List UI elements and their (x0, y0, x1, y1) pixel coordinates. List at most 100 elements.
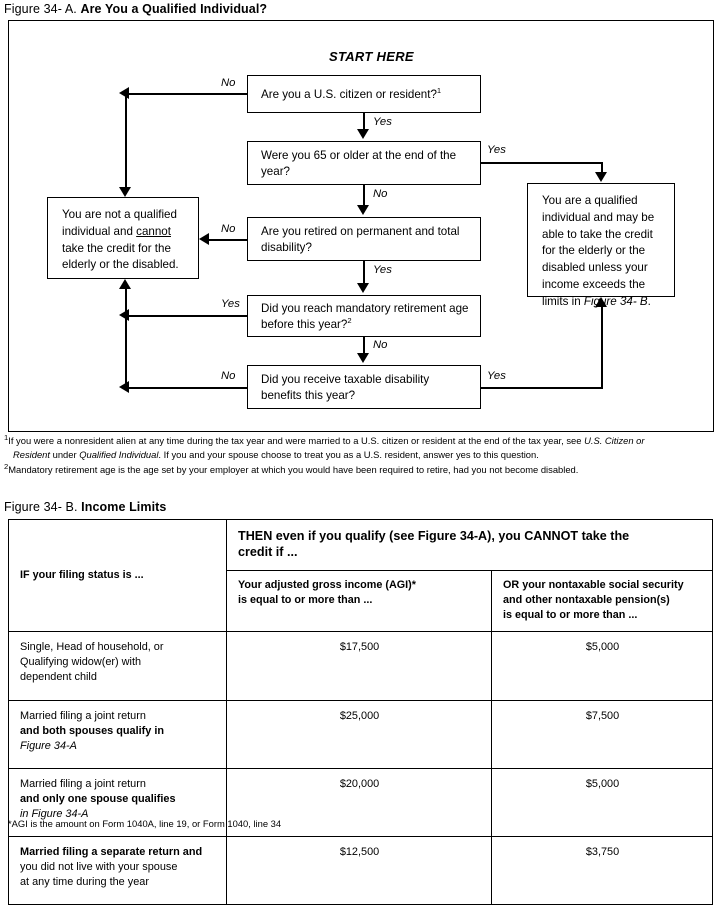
row-0-status-line-2: dependent child (20, 671, 97, 684)
edge-q4-yes-horizontal (126, 315, 248, 317)
row-2-nontaxable: $5,000 (491, 767, 713, 837)
row-1-nontaxable: $7,500 (491, 699, 713, 769)
edge-label-q1-no: No (221, 77, 236, 89)
row-3-status-line-1: you did not live with your spouse (20, 860, 178, 873)
header-nontaxable: OR your nontaxable social security and o… (491, 569, 713, 633)
edge-q5-no-horizontal (126, 387, 248, 389)
edge-q1-no-horizontal (125, 93, 248, 95)
edge-q5-yes-horizontal (481, 387, 603, 389)
edge-q1-yes-arrowhead (357, 129, 370, 139)
header-filing-status: IF your filing status is ... (8, 518, 227, 633)
figure-a-title: Figure 34- A. Are You a Qualified Indivi… (4, 2, 267, 16)
figure-a-title-name: Are You a Qualified Individual? (80, 2, 268, 16)
node-us-citizen[interactable]: Are you a U.S. citizen or resident?1 (247, 75, 481, 113)
qualified-line-4: for the elderly or the (542, 244, 646, 258)
edge-q1-no-vertical (125, 93, 127, 188)
node-mandatory-retirement[interactable]: Did you reach mandatory retirement age b… (247, 295, 481, 337)
edge-label-q3-no: No (221, 223, 236, 235)
header-agi: Your adjusted gross income (AGI)* is equ… (226, 569, 492, 633)
qualified-line-1: You are a qualified (542, 194, 638, 207)
footnote-1-marker: 1 (4, 432, 9, 442)
node-permanent-disability[interactable]: Are you retired on permanent and total d… (247, 217, 481, 261)
row-2-status: Married filing a joint return and only o… (8, 767, 227, 837)
edge-q5-yes-vertical (601, 307, 603, 388)
qualified-line-6: income exceeds the (542, 277, 646, 291)
edge-q3-no-arrowhead (199, 233, 209, 245)
edge-q1-no-arrowhead-left (119, 87, 129, 99)
edge-q3-yes-vertical (363, 261, 365, 283)
footnote-1-italic-2: Resident (13, 449, 51, 461)
header-agi-line-2: is equal to or more than ... (238, 593, 373, 606)
row-1-agi: $25,000 (226, 699, 492, 769)
edge-q3-yes-arrowhead (357, 283, 370, 293)
edge-q2-no-vertical (363, 185, 365, 205)
footnote-1-text-b: under (50, 449, 80, 461)
edge-label-q5-no: No (221, 370, 236, 382)
table-row: Married filing a separate return and you… (8, 835, 713, 905)
edge-label-q2-no: No (373, 188, 388, 200)
figure-a-title-label: Figure 34- A. (4, 2, 77, 16)
row-3-status: Married filing a separate return and you… (8, 835, 227, 905)
footnote-2: 2Mandatory retirement age is the age set… (4, 461, 720, 476)
table-row: Single, Head of household, or Qualifying… (8, 631, 713, 701)
not-qualified-line-3: take the credit for the (62, 241, 171, 255)
row-3-status-line-2: at any time during the year (20, 875, 149, 888)
table-header-row-2: Your adjusted gross income (AGI)* is equ… (9, 569, 713, 633)
edge-q3-no-horizontal (205, 239, 248, 241)
figure-a-footnotes: 1If you were a nonresident alien at any … (4, 434, 720, 477)
start-here-label: START HERE (329, 49, 414, 64)
edge-left-spine-vertical (125, 289, 127, 389)
node-taxable-disability-benefits-text: Did you receive taxable disability benef… (261, 372, 430, 402)
not-qualified-cannot: cannot (136, 224, 171, 238)
footnote-ref-2: 2 (347, 315, 352, 325)
figure-b-title-name: Income Limits (81, 500, 167, 514)
footnote-ref-1: 1 (436, 85, 442, 95)
node-us-citizen-text: Are you a U.S. citizen or resident?1 (261, 85, 442, 101)
row-0-status-line-1: Qualifying widow(er) with (20, 656, 142, 669)
header-then-line-1: THEN even if you qualify (see Figure 34-… (238, 529, 630, 543)
edge-q5-no-arrowhead (119, 381, 129, 393)
qualified-line-5: disabled unless your (542, 261, 648, 275)
header-then-line-2: credit if ... (238, 545, 298, 560)
node-age-65-text: Were you 65 or older at the end of the y… (261, 148, 457, 178)
footnote-1-italic-3: Qualified Individual (79, 449, 159, 461)
header-then-clause: THEN even if you qualify (see Figure 34-… (226, 519, 713, 571)
node-mandatory-retirement-text: Did you reach mandatory retirement age b… (261, 301, 469, 331)
footnote-1-italic-1: U.S. Citizen or (584, 435, 645, 446)
header-nontaxable-line-1: OR your nontaxable social security (503, 578, 684, 591)
edge-q1-yes-vertical (363, 113, 365, 131)
footnote-2-text: Mandatory retirement age is the age set … (8, 463, 579, 475)
edge-q4-no-arrowhead (357, 353, 370, 363)
qualified-line-2: individual and may be (542, 210, 655, 224)
row-0-status-line-0: Single, Head of household, or (20, 641, 164, 654)
row-2-status-line-0: Married filing a joint return (20, 777, 146, 790)
row-3-nontaxable: $3,750 (491, 835, 713, 905)
not-qualified-line-1: You are not a qualified (62, 208, 177, 221)
header-nontaxable-line-3: is equal to or more than ... (503, 608, 638, 621)
row-0-agi: $17,500 (226, 631, 492, 701)
edge-q2-yes-horizontal (481, 162, 603, 164)
edge-label-q1-yes: Yes (373, 116, 392, 128)
footnote-1-cont: Resident under Qualified Individual. If … (4, 448, 720, 461)
footnote-1-text-a: If you were a nonresident alien at any t… (8, 435, 585, 446)
node-not-qualified[interactable]: You are not a qualified individual and c… (47, 197, 199, 279)
edge-q2-yes-vertical (601, 162, 603, 174)
row-0-nontaxable: $5,000 (491, 631, 713, 701)
node-age-65[interactable]: Were you 65 or older at the end of the y… (247, 141, 481, 185)
qualified-figure-ref: Figure 34- B (583, 294, 648, 308)
header-agi-line-1: Your adjusted gross income (AGI)* (238, 578, 416, 591)
row-2-status-line-1: and only one spouse qualifies (20, 792, 176, 805)
row-3-agi: $12,500 (226, 835, 492, 905)
table-header-row-1: IF your filing status is ... THEN even i… (8, 518, 713, 633)
edge-label-q4-yes: Yes (221, 298, 240, 310)
node-taxable-disability-benefits[interactable]: Did you receive taxable disability benef… (247, 365, 481, 409)
qualified-line-3: able to take the credit (542, 227, 653, 241)
node-qualified[interactable]: You are a qualified individual and may b… (527, 183, 675, 308)
edge-q4-yes-arrowhead (119, 309, 129, 321)
income-limits-table: IF your filing status is ... THEN even i… (8, 518, 713, 905)
footnote-2-marker: 2 (4, 461, 9, 471)
row-1-status-line-0: Married filing a joint return (20, 709, 146, 722)
edge-q5-yes-arrowhead (595, 297, 608, 307)
row-3-status-line-0: Married filing a separate return and (20, 845, 203, 858)
table-row: Married filing a joint return and only o… (8, 767, 713, 837)
